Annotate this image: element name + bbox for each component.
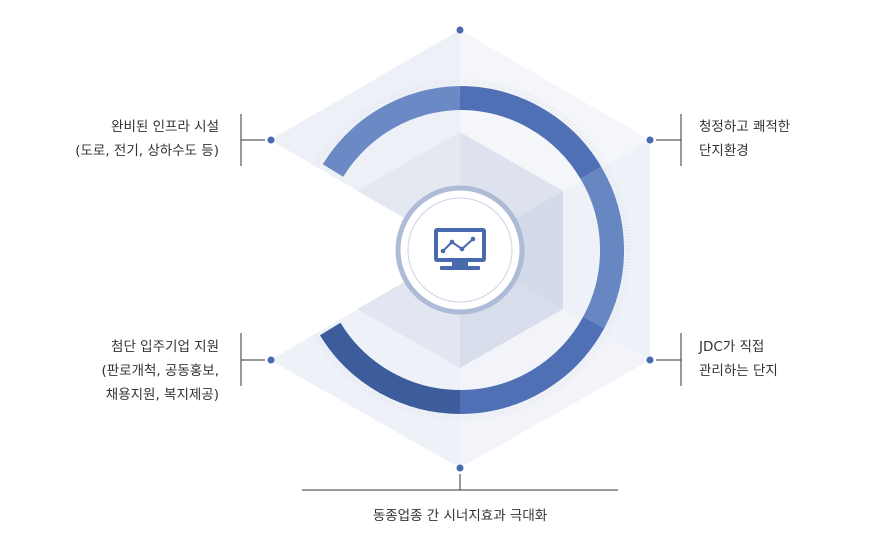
label-tenant-support-line1: 첨단 입주기업 지원	[111, 339, 219, 355]
label-infrastructure-line1: 완비된 인프라 시설	[111, 119, 219, 135]
dot-bottom	[456, 464, 464, 472]
ring	[319, 86, 625, 415]
dot-top-left	[267, 136, 275, 144]
dot-top-right	[646, 136, 654, 144]
left-opening	[240, 140, 460, 360]
label-infrastructure: 완비된 인프라 시설 (도로, 전기, 상하수도 등)	[75, 115, 219, 163]
dot-bottom-right	[646, 356, 654, 364]
label-synergy: 동종업종 간 시너지효과 극대화	[310, 504, 610, 528]
vertex-dots	[267, 26, 654, 472]
label-jdc-managed-line2: 관리하는 단지	[699, 363, 778, 379]
label-jdc-managed: JDC가 직접 관리하는 단지	[699, 335, 778, 383]
label-synergy-line1: 동종업종 간 시너지효과 극대화	[372, 508, 548, 524]
label-tenant-support-line3: 채용지원, 복지제공)	[105, 387, 219, 403]
label-infrastructure-line2: (도로, 전기, 상하수도 등)	[75, 143, 219, 159]
label-clean-environment: 청정하고 쾌적한 단지환경	[699, 115, 790, 163]
label-jdc-managed-line1: JDC가 직접	[699, 339, 765, 355]
label-tenant-support-line2: (판로개척, 공동홍보,	[101, 363, 219, 379]
monitor-line-chart-icon	[434, 228, 486, 270]
label-clean-environment-line1: 청정하고 쾌적한	[699, 119, 791, 135]
guide-circle	[289, 79, 631, 421]
dot-bottom-left	[267, 356, 275, 364]
dot-top	[456, 26, 464, 34]
label-clean-environment-line2: 단지환경	[699, 143, 749, 159]
leader-lines	[240, 114, 682, 491]
label-tenant-support: 첨단 입주기업 지원 (판로개척, 공동홍보, 채용지원, 복지제공)	[101, 335, 219, 407]
